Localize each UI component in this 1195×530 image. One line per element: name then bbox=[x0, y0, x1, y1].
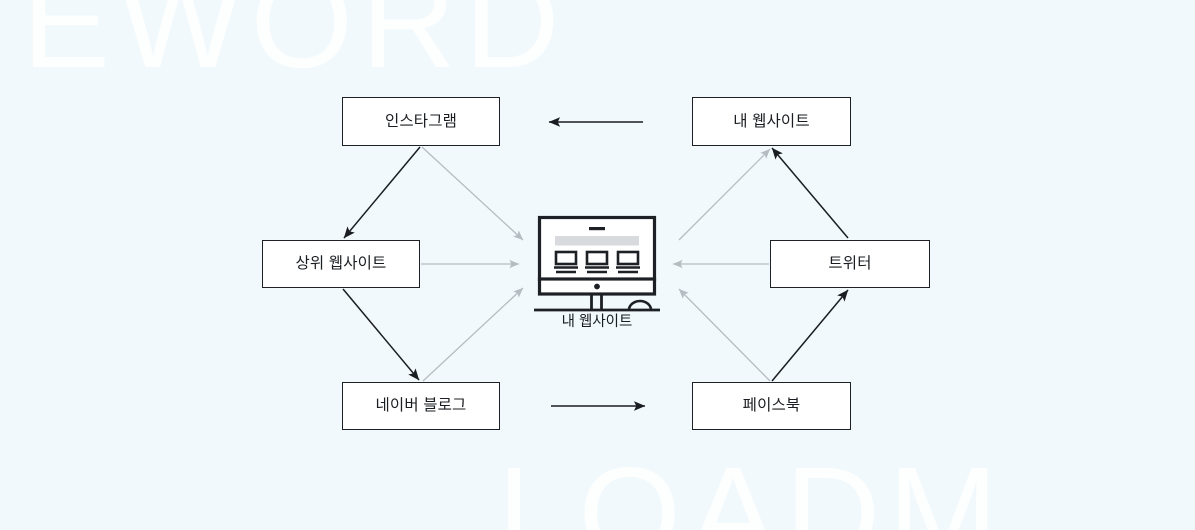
node-my-website[interactable]: 내 웹사이트 bbox=[692, 97, 851, 146]
monitor-caption: 내 웹사이트 bbox=[561, 314, 633, 330]
node-my-website-label: 내 웹사이트 bbox=[733, 112, 810, 130]
edge-topsite-to-naverblog bbox=[342, 288, 420, 381]
node-facebook[interactable]: 페이스북 bbox=[692, 382, 851, 430]
node-top-website-label: 상위 웹사이트 bbox=[295, 255, 387, 273]
node-instagram[interactable]: 인스타그램 bbox=[342, 97, 500, 146]
edge-instagram-to-topsite bbox=[343, 146, 421, 239]
node-naver-blog-label: 네이버 블로그 bbox=[375, 397, 467, 415]
edge-monitor-to-mysite-diagonal bbox=[678, 148, 771, 241]
node-twitter-label: 트위터 bbox=[828, 255, 872, 273]
desktop-monitor-icon bbox=[527, 205, 667, 335]
edge-monitor-to-facebook-diagonal bbox=[678, 288, 771, 382]
edge-facebook-to-twitter bbox=[771, 289, 849, 382]
node-twitter[interactable]: 트위터 bbox=[770, 240, 930, 288]
node-naver-blog[interactable]: 네이버 블로그 bbox=[342, 382, 500, 430]
node-facebook-label: 페이스북 bbox=[742, 397, 801, 415]
node-instagram-label: 인스타그램 bbox=[384, 112, 458, 130]
node-top-website[interactable]: 상위 웹사이트 bbox=[262, 240, 420, 288]
edge-instagram-to-monitor bbox=[421, 146, 524, 241]
edge-twitter-to-mysite bbox=[771, 147, 849, 239]
edge-naverblog-to-monitor bbox=[422, 287, 524, 382]
